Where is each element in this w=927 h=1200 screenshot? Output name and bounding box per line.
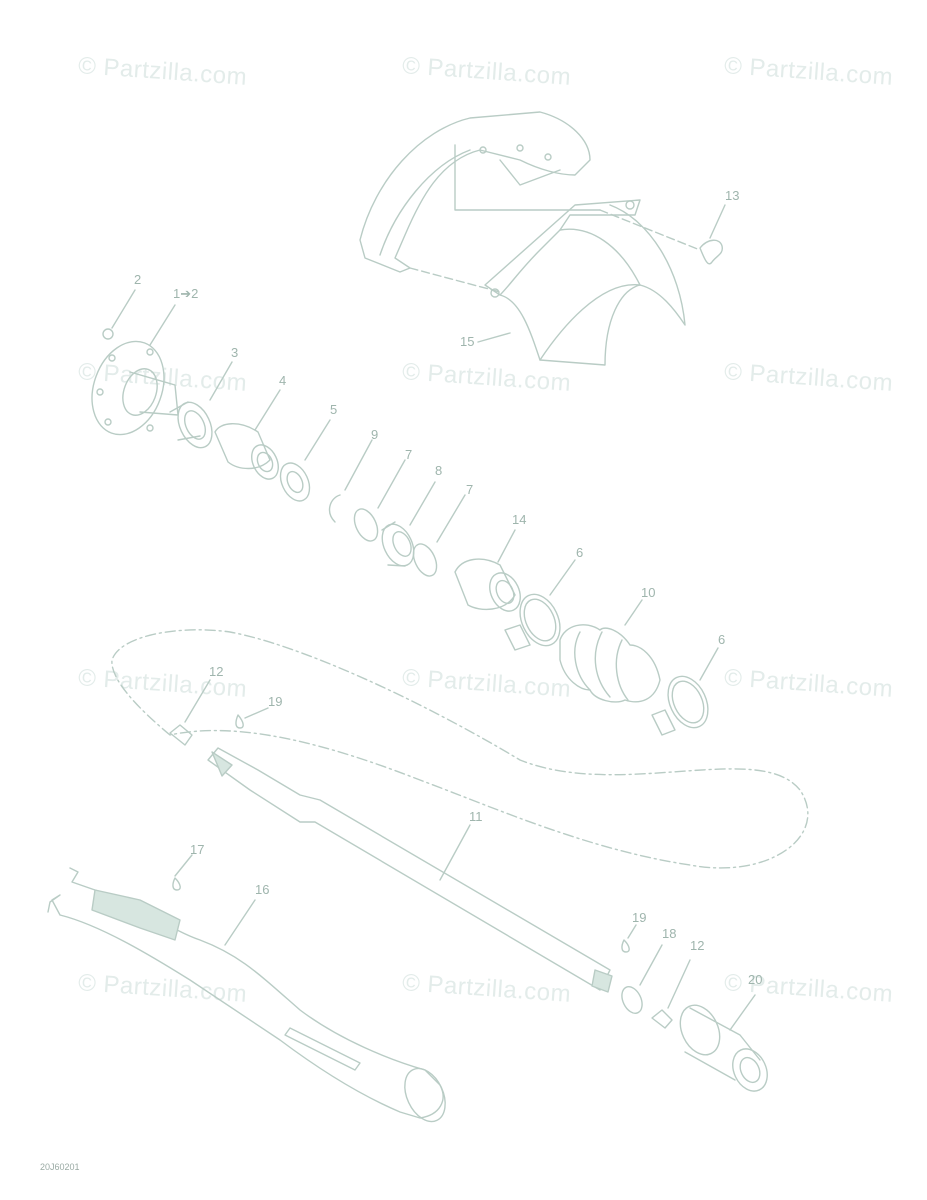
part-7-oring [353,459,406,542]
callout-label: 6 [718,632,726,647]
callout-label: 6 [576,545,584,560]
diagram-code: 20J60201 [40,1162,80,1172]
callout-label: 9 [371,427,379,442]
part-2-nut [102,289,136,340]
part-18-oring [621,944,663,1014]
part-4-sleeve [214,389,281,480]
callout-label: 8 [435,463,443,478]
part-13-fastener [699,204,726,265]
callout-label: 3 [231,345,239,360]
callout-label: 5 [330,402,338,417]
part-12-plug-2 [651,959,691,1029]
callout-label: 1➔2 [173,286,199,301]
callout-label: 19 [268,694,283,709]
assembly-dashed-loop [111,629,809,869]
part-10-boot [559,599,661,703]
callout-label: 12 [690,938,705,953]
callout-label: 12 [209,664,224,679]
callout-label: 4 [279,373,287,388]
part-12-plug [169,679,211,746]
part-20-fitting [679,994,768,1092]
callout-label: 7 [405,447,413,462]
part-19-grease [235,707,269,729]
callout-label: 14 [512,512,527,527]
callout-label: 13 [725,188,740,203]
callout-label: 18 [662,926,677,941]
callout-label: 11 [469,809,483,824]
callout-label: 2 [134,272,142,287]
part-1-flange [91,304,179,436]
part-17-grease [172,854,193,891]
part-14-bushing [454,529,521,612]
part-8-seal [381,481,436,567]
callout-label: 20 [748,972,763,987]
part-3-bearing [169,361,233,449]
part-11-drive-shaft [207,747,613,993]
callout-label: 19 [632,910,647,925]
callout-label: 10 [641,585,656,600]
part-19-grease-2 [621,924,637,953]
part-6-clamp [504,559,576,651]
callout-label: 16 [255,882,270,897]
part-6-clamp-2 [651,647,719,736]
part-16-tube [47,867,446,1123]
callout-label: 17 [190,842,205,857]
part-9-circlip [328,439,373,523]
part-7-oring-2 [412,494,466,577]
callout-label: 15 [460,334,475,349]
callout-label: 7 [466,482,474,497]
part-5-bearing [279,419,331,502]
part-15-cover [359,111,701,366]
